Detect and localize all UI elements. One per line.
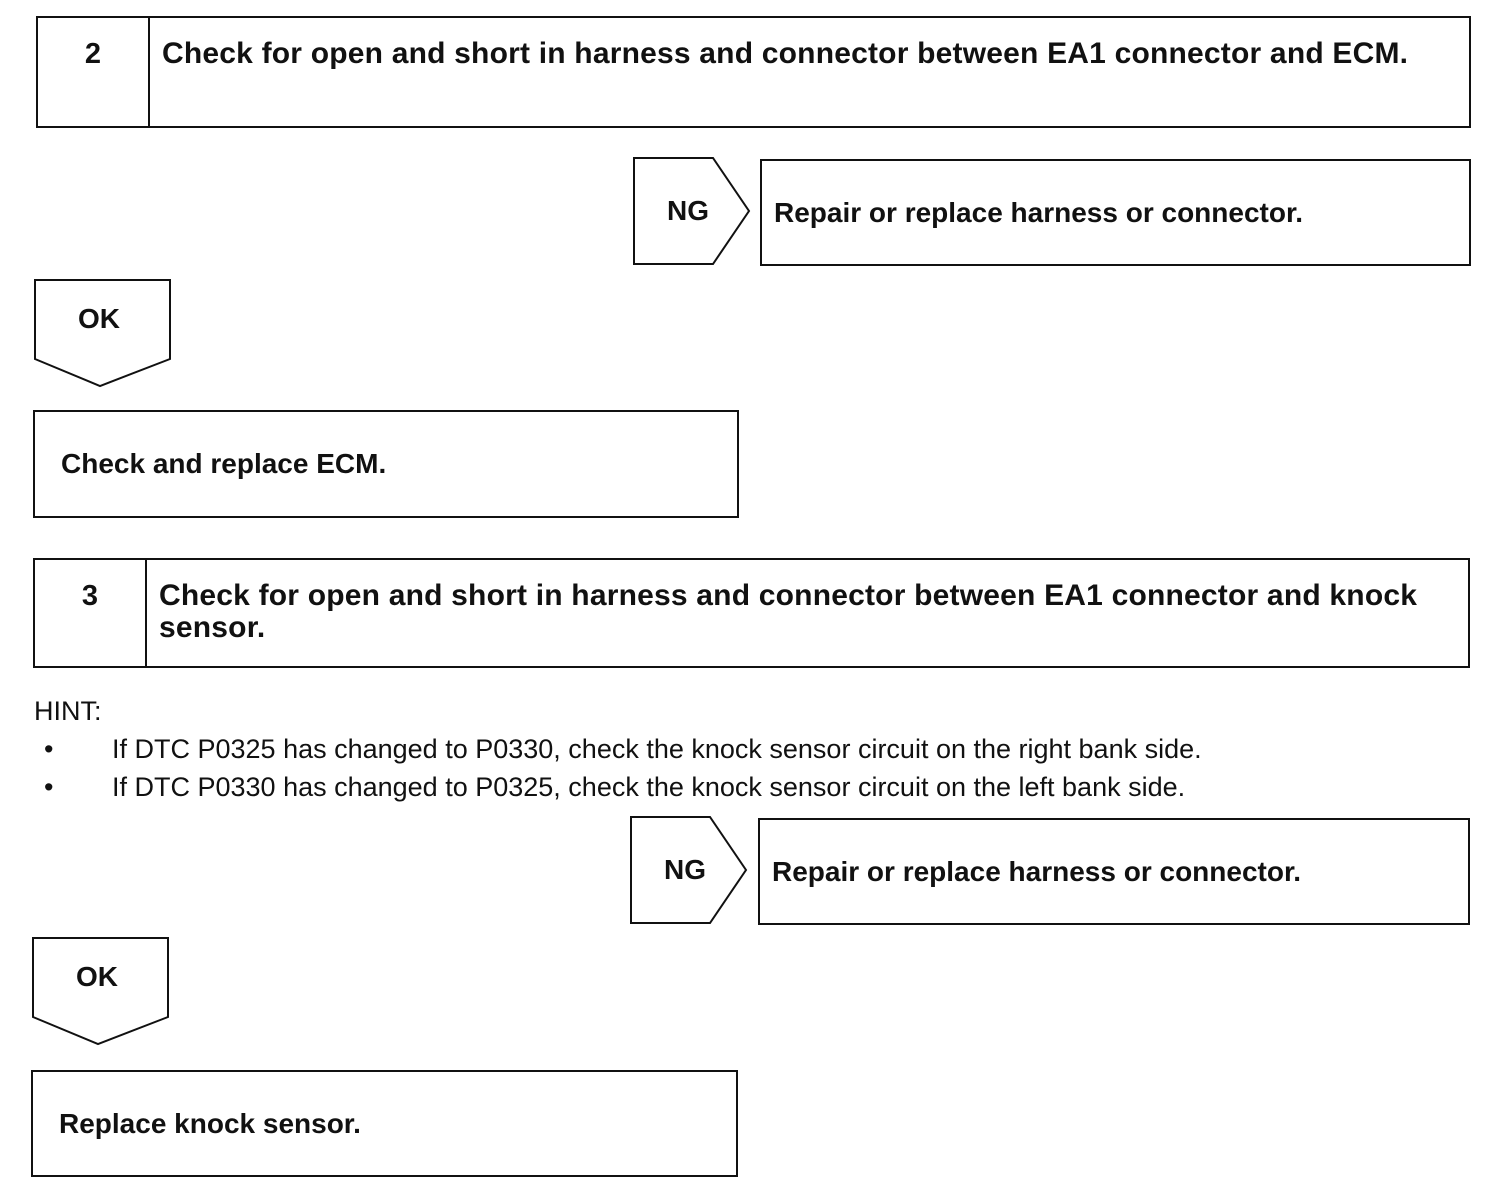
bullet: • [44,772,54,802]
ok-arrow-shape [34,279,171,388]
step-3-box: 3 Check for open and short in harness an… [33,558,1470,668]
hint-item: • If DTC P0330 has changed to P0325, che… [34,768,1474,806]
ng-result-box: Repair or replace harness or connector. [760,159,1471,266]
hint-item: • If DTC P0325 has changed to P0330, che… [34,730,1474,768]
hint-text: If DTC P0325 has changed to P0330, check… [112,734,1202,764]
hint-section: HINT: • If DTC P0325 has changed to P033… [34,692,1474,806]
ok-tag: OK [34,279,174,389]
ng-arrow-shape [630,816,748,924]
ng-label: NG [667,195,709,226]
ng-label: NG [664,854,706,885]
ok-arrow-shape [32,937,169,1046]
ng-arrow-shape [633,157,751,265]
step-number: 2 [38,18,150,126]
ok-label: OK [78,303,120,334]
hint-heading: HINT: [34,696,102,726]
bullet: • [44,734,54,764]
hint-text: If DTC P0330 has changed to P0325, check… [112,772,1186,802]
ng-tag: NG [633,157,753,267]
ok-tag: OK [32,937,172,1047]
ok-label: OK [76,961,118,992]
ng-tag: NG [630,816,750,926]
step-number: 3 [35,560,147,666]
step-2-box: 2 Check for open and short in harness an… [36,16,1471,128]
action-box: Replace knock sensor. [31,1070,738,1177]
step-title: Check for open and short in harness and … [159,579,1418,644]
action-box: Check and replace ECM. [33,410,739,518]
ng-result-box: Repair or replace harness or connector. [758,818,1470,925]
step-title: Check for open and short in harness and … [162,37,1409,70]
